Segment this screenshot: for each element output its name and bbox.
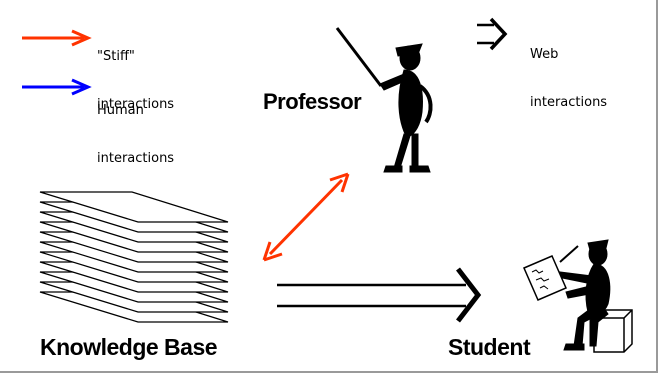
legend-web-arrow-icon — [477, 17, 508, 51]
professor-figure-icon — [335, 27, 433, 173]
knowledge-base-sheet — [39, 191, 229, 223]
stiff-interaction-arrow — [262, 172, 350, 262]
student-label: Student — [448, 334, 531, 360]
legend-stiff-line1: "Stiff" — [97, 49, 135, 64]
knowledge-base-label: Knowledge Base — [40, 334, 218, 360]
diagram-canvas — [22, 17, 633, 353]
student-figure-icon — [523, 239, 633, 353]
web-interaction-arrow — [277, 267, 482, 323]
legend-stiff-label: "Stiff" interactions — [97, 17, 174, 129]
legend-web-label: Web interactions — [530, 15, 607, 127]
legend-web-line1: Web — [530, 47, 559, 62]
legend-human-line2: interactions — [97, 151, 175, 166]
legend-stiff-line2: interactions — [97, 97, 175, 112]
legend-human-label: Human interactions — [97, 71, 174, 183]
knowledge-base-stack-icon — [39, 191, 229, 323]
legend-human-line1: Human — [97, 103, 144, 118]
legend-stiff-arrow-icon — [22, 29, 92, 47]
professor-label: Professor — [263, 89, 362, 114]
legend-web-line2: interactions — [530, 95, 608, 110]
legend-human-arrow-icon — [22, 78, 92, 96]
